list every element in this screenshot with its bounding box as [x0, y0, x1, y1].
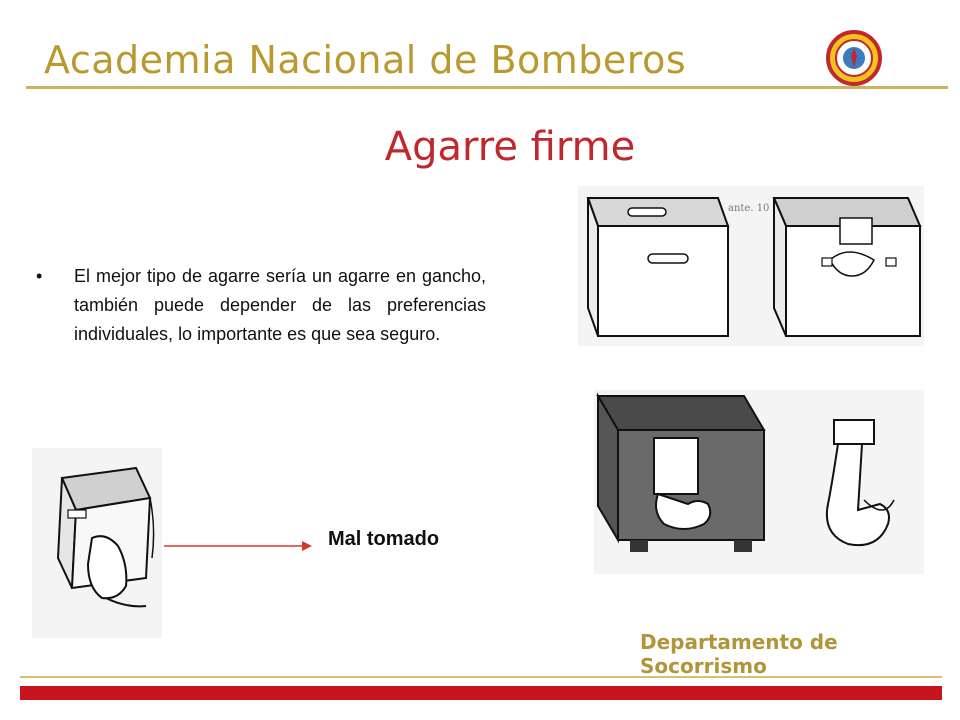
bullet-text: El mejor tipo de agarre sería un agarre … — [74, 266, 486, 345]
header-divider — [26, 86, 948, 89]
slide-title: Agarre firme — [384, 124, 636, 170]
footer-department: Departamento de Socorrismo — [640, 630, 838, 678]
fire-academy-seal-icon — [826, 30, 882, 86]
bullet-dot-icon: • — [36, 266, 43, 286]
footer-divider-thick — [20, 686, 942, 700]
boxes-with-handles-illustration: ante. 10 — [578, 186, 924, 346]
bad-grip-label: Mal tomado — [328, 528, 440, 550]
bullet-item: • El mejor tipo de agarre sería un agarr… — [36, 262, 486, 349]
header-title: Academia Nacional de Bomberos — [44, 38, 687, 82]
hook-grip-illustration — [594, 390, 924, 574]
bad-grip-illustration — [32, 448, 162, 638]
right-arrow-icon — [164, 541, 312, 551]
svg-text:ante. 10: ante. 10 — [728, 203, 769, 214]
footer-divider-thin — [20, 676, 942, 678]
